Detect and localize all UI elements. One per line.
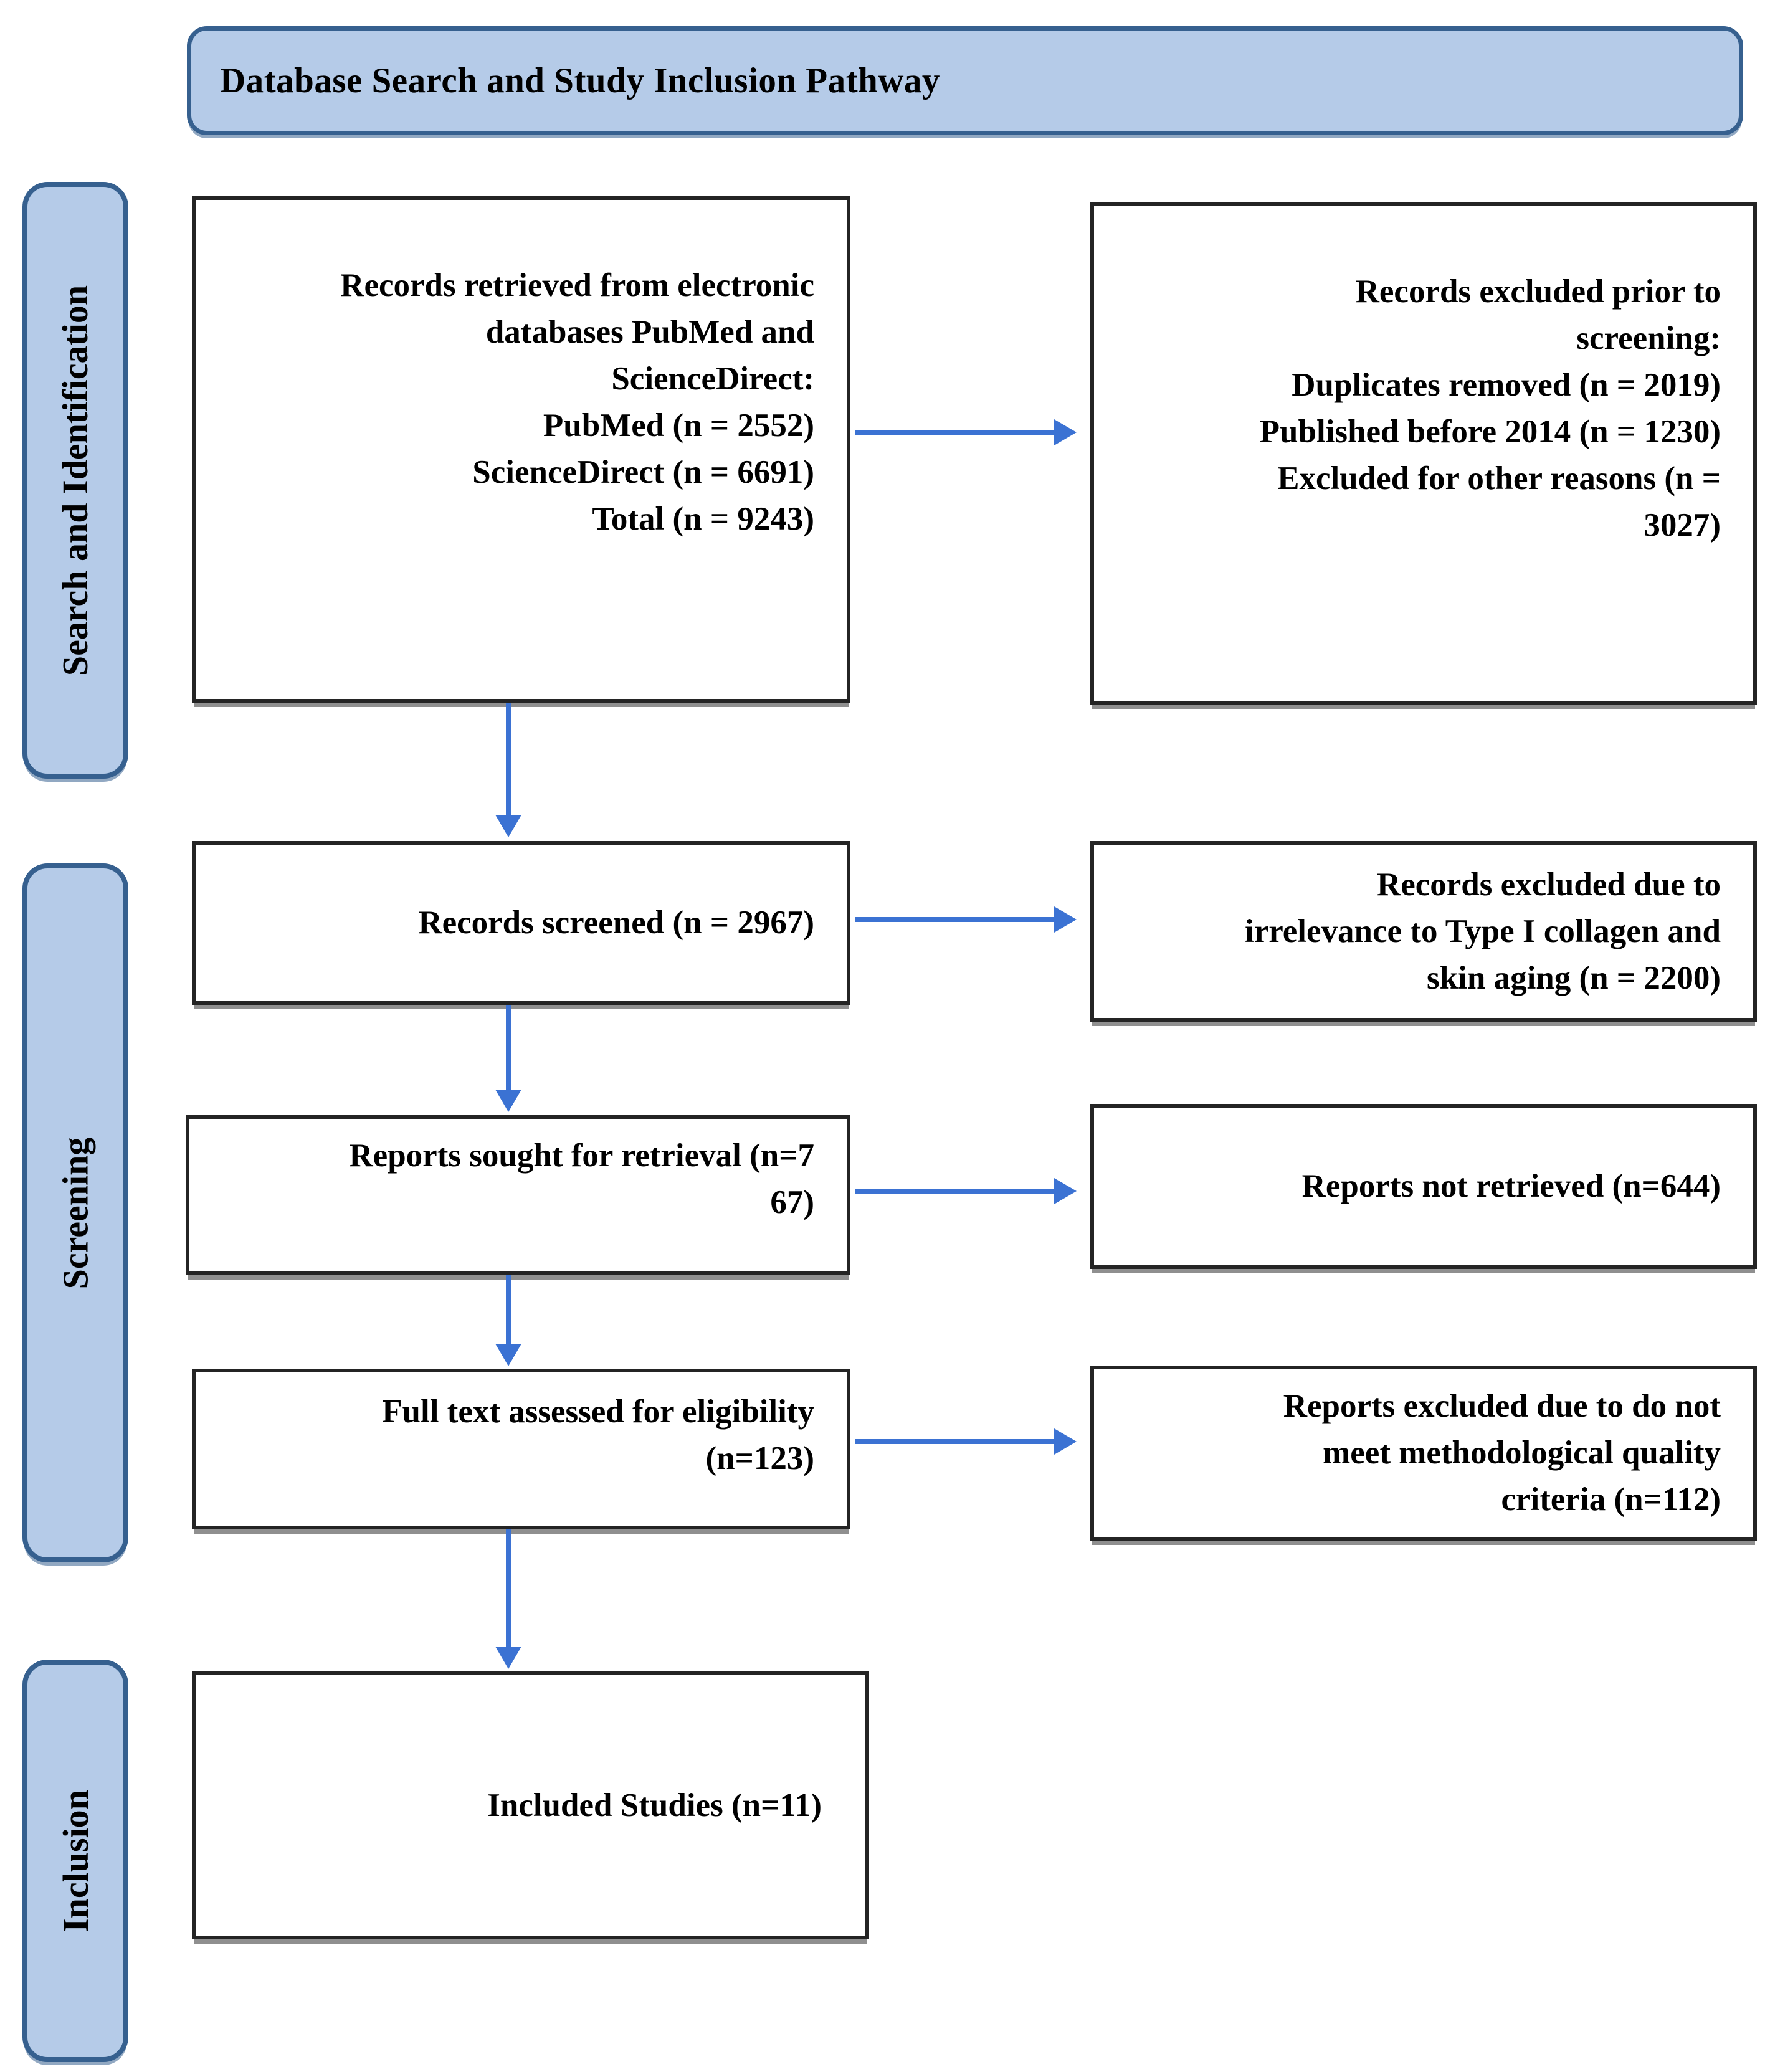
arrow-retrieved-to-excluded-prior <box>855 430 1055 435</box>
phase-label-search-identification: Search and Identification <box>55 285 96 676</box>
box-full-text-assessed-text: Full text assessed for eligibility (n=12… <box>382 1394 814 1476</box>
box-reports-sought-text: Reports sought for retrieval (n=7 67) <box>349 1138 814 1220</box>
box-reports-excluded-quality: Reports excluded due to do not meet meth… <box>1090 1366 1757 1541</box>
arrow-fulltext-to-included <box>506 1529 511 1648</box>
box-reports-not-retrieved: Reports not retrieved (n=644) <box>1090 1104 1757 1269</box>
box-included-studies-text: Included Studies (n=11) <box>487 1787 822 1823</box>
arrow-fulltext-to-excluded-quality <box>855 1439 1055 1444</box>
phase-bar-search-identification: Search and Identification <box>22 182 128 779</box>
phase-label-screening: Screening <box>55 1137 96 1289</box>
arrow-sought-to-fulltext <box>506 1275 511 1345</box>
box-full-text-assessed: Full text assessed for eligibility (n=12… <box>192 1369 850 1529</box>
box-records-excluded-prior-text: Records excluded prior to screening: Dup… <box>1259 273 1721 543</box>
title-banner: Database Search and Study Inclusion Path… <box>187 26 1743 135</box>
phase-bar-screening: Screening <box>22 863 128 1562</box>
box-records-screened: Records screened (n = 2967) <box>192 841 850 1005</box>
arrow-screened-to-sought <box>506 1005 511 1091</box>
box-reports-sought: Reports sought for retrieval (n=7 67) <box>186 1115 850 1275</box>
box-records-screened-text: Records screened (n = 2967) <box>418 905 814 941</box>
phase-bar-inclusion: Inclusion <box>22 1660 128 2062</box>
box-reports-excluded-quality-text: Reports excluded due to do not meet meth… <box>1283 1388 1721 1518</box>
diagram-title: Database Search and Study Inclusion Path… <box>220 61 940 100</box>
box-records-excluded-irrelevance-text: Records excluded due to irrelevance to T… <box>1244 866 1721 996</box>
arrow-retrieved-to-screened <box>506 703 511 816</box>
box-records-retrieved: Records retrieved from electronic databa… <box>192 196 850 703</box>
arrow-sought-to-not-retrieved <box>855 1189 1055 1194</box>
box-records-excluded-prior: Records excluded prior to screening: Dup… <box>1090 202 1757 705</box>
box-records-retrieved-text: Records retrieved from electronic databa… <box>340 267 814 537</box>
box-included-studies: Included Studies (n=11) <box>192 1671 869 1939</box>
box-records-excluded-irrelevance: Records excluded due to irrelevance to T… <box>1090 841 1757 1022</box>
phase-label-inclusion: Inclusion <box>55 1789 96 1932</box>
box-reports-not-retrieved-text: Reports not retrieved (n=644) <box>1301 1168 1721 1204</box>
arrow-screened-to-excluded-irrelevance <box>855 917 1055 922</box>
